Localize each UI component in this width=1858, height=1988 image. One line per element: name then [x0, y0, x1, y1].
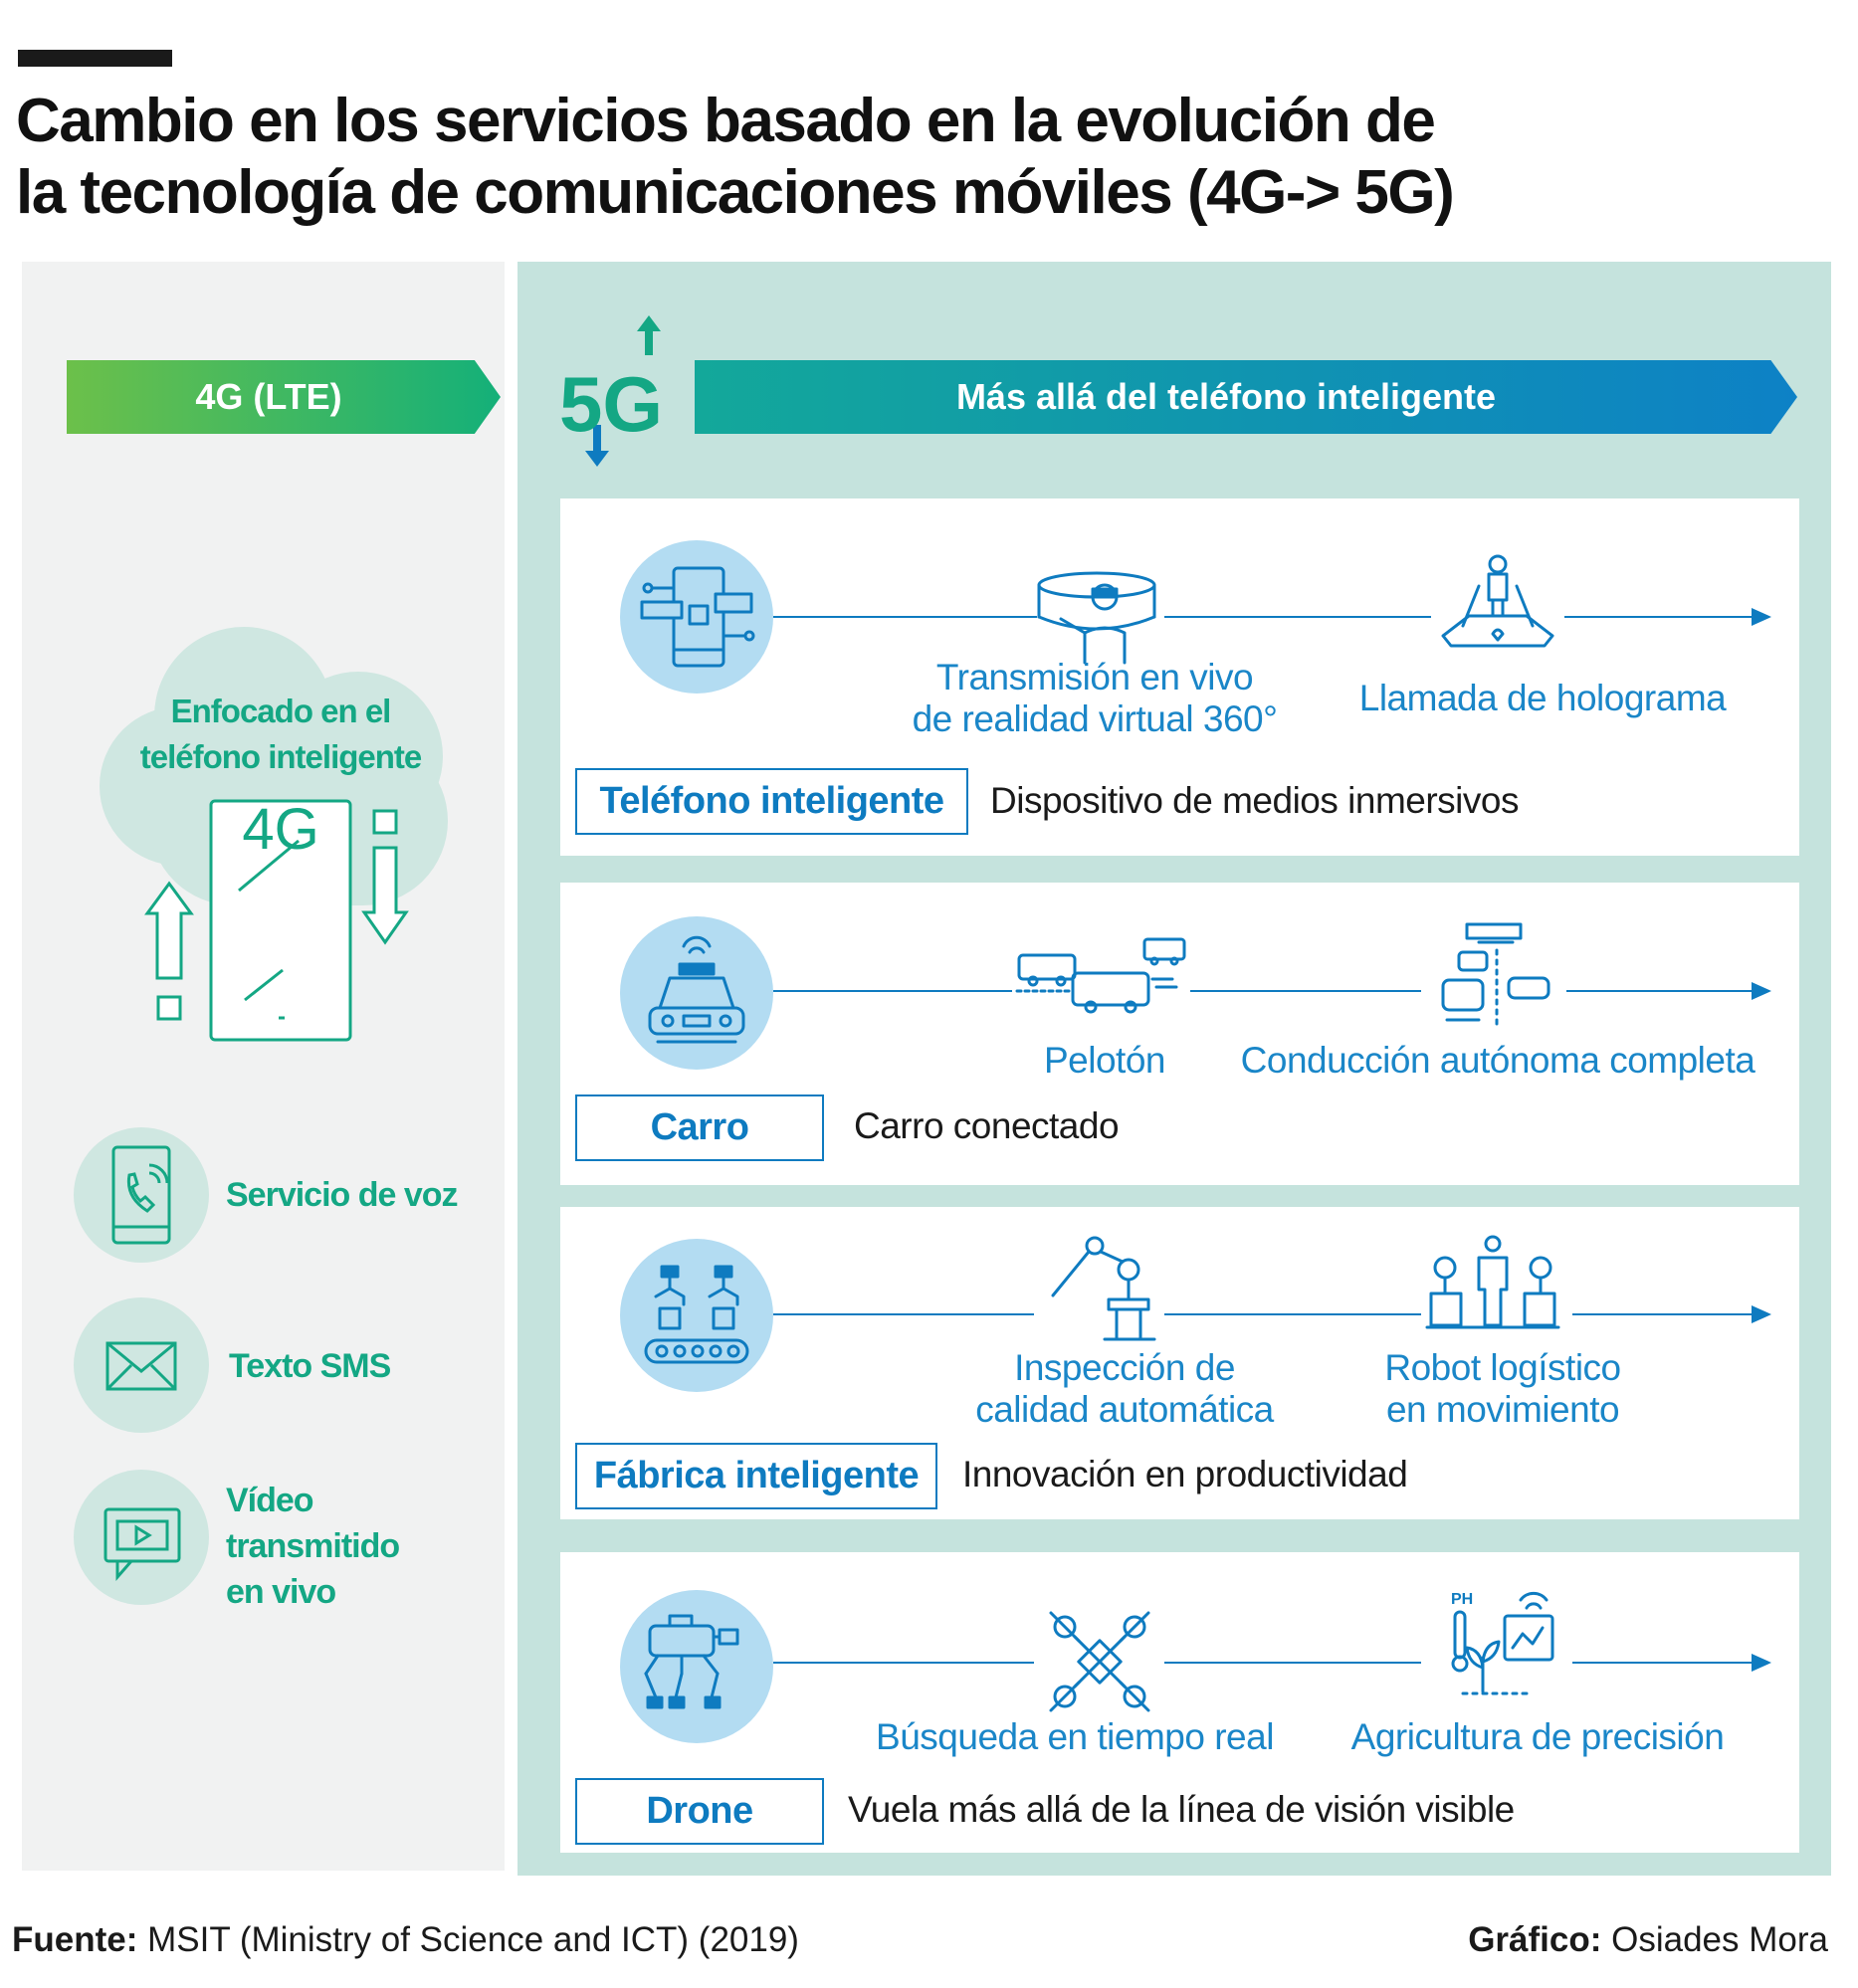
drone-icon-circle	[620, 1590, 773, 1743]
phone-call-icon	[111, 1145, 171, 1245]
car-icon-circle	[620, 916, 773, 1070]
video-label: Vídeo transmitido en vivo	[226, 1478, 400, 1615]
hologram-icon	[1441, 554, 1554, 648]
source-note: Fuente: MSIT (Ministry of Science and IC…	[12, 1920, 799, 1960]
category-smartphone: Teléfono inteligente	[575, 768, 968, 835]
robot-arm-icon	[1051, 1236, 1156, 1341]
feature-logistics-line-2: en movimiento	[1385, 1389, 1620, 1430]
logo-down-arrow-icon	[585, 425, 609, 467]
video-label-line-3: en vivo	[226, 1573, 336, 1611]
video-chat-icon	[103, 1507, 181, 1581]
flow-line-1a	[773, 616, 1037, 618]
feature-hologram-label: Llamada de holograma	[1358, 678, 1727, 718]
cloud-text-line-1: Enfocado en el	[170, 693, 392, 729]
card-smartphone	[560, 498, 1799, 856]
flow-line-1b	[1164, 616, 1431, 618]
platoon-trucks-icon	[1015, 937, 1186, 1014]
phone-4g-label: 4G	[242, 797, 319, 862]
flow-line-2c	[1566, 990, 1754, 992]
flow-line-4c	[1572, 1662, 1754, 1664]
flow-line-3b	[1164, 1313, 1421, 1315]
category-factory: Fábrica inteligente	[575, 1443, 937, 1509]
logo-up-arrow-icon	[637, 315, 661, 355]
feature-vr-line-1: Transmisión en vivo	[935, 657, 1254, 697]
category-smartphone-desc: Dispositivo de medios inmersivos	[990, 780, 1519, 821]
banner-4g: 4G (LTE)	[67, 360, 501, 434]
smartphone-apps-icon	[640, 566, 755, 668]
feature-inspection-line-1: Inspección de	[1014, 1347, 1235, 1388]
sms-circle	[74, 1297, 209, 1433]
quadcopter-icon	[1049, 1611, 1150, 1712]
page-title: Cambio en los servicios basado en la evo…	[16, 86, 1827, 229]
title-line-1: Cambio en los servicios basado en la evo…	[16, 87, 1436, 155]
vr-360-icon	[1037, 571, 1156, 665]
sms-label: Texto SMS	[229, 1347, 391, 1385]
feature-logistics-line-1: Robot logístico	[1384, 1347, 1621, 1388]
feature-inspection-line-2: calidad automática	[975, 1389, 1274, 1430]
feature-logistics-label: Robot logístico en movimiento	[1343, 1347, 1662, 1431]
autonomous-driving-icon	[1441, 922, 1550, 1030]
flow-arrowhead-1	[1752, 608, 1771, 626]
flow-line-4b	[1164, 1662, 1421, 1664]
factory-icon-circle	[620, 1239, 773, 1392]
banner-5g: Más allá del teléfono inteligente	[695, 360, 1797, 434]
card-drone	[560, 1552, 1799, 1853]
cloud-text: Enfocado en el teléfono inteligente	[82, 689, 480, 780]
smartphone-icon-circle	[620, 540, 773, 694]
flow-arrowhead-3	[1752, 1305, 1771, 1323]
flow-line-4a	[773, 1662, 1034, 1664]
video-circle	[74, 1470, 209, 1605]
upload-arrow-icon	[144, 881, 194, 1021]
flow-line-1c	[1564, 616, 1754, 618]
top-rule	[18, 50, 172, 67]
category-drone-desc: Vuela más allá de la línea de visión vis…	[848, 1789, 1515, 1830]
smartphone-icon	[209, 799, 352, 1042]
factory-conveyor-icon	[644, 1265, 749, 1364]
flow-line-3c	[1572, 1313, 1754, 1315]
panel-4g	[22, 262, 505, 1871]
flow-line-3a	[773, 1313, 1034, 1315]
feature-vr-line-2: de realidad virtual 360°	[912, 698, 1278, 739]
credit-text: Osiades Mora	[1611, 1920, 1828, 1959]
download-arrow-icon	[361, 809, 409, 945]
video-label-line-2: transmitido	[226, 1527, 400, 1565]
video-label-line-1: Vídeo	[226, 1482, 314, 1519]
5g-logo: 5G	[559, 315, 663, 467]
feature-agriculture-label: Agricultura de precisión	[1350, 1716, 1725, 1757]
category-factory-desc: Innovación en productividad	[962, 1454, 1408, 1494]
feature-search-label: Búsqueda en tiempo real	[876, 1716, 1274, 1757]
source-label: Fuente:	[12, 1920, 138, 1959]
svg-text:PH: PH	[1451, 1591, 1473, 1608]
credit-label: Gráfico:	[1468, 1920, 1602, 1959]
cloud-text-line-2: teléfono inteligente	[139, 738, 423, 775]
flow-arrowhead-4	[1752, 1654, 1771, 1672]
feature-inspection-label: Inspección de calidad automática	[945, 1347, 1304, 1431]
flow-line-2a	[773, 990, 1012, 992]
smart-farming-icon: PH	[1451, 1591, 1554, 1695]
logistics-robots-icon	[1425, 1235, 1560, 1329]
card-car	[560, 883, 1799, 1185]
flow-arrowhead-2	[1752, 982, 1771, 1000]
envelope-icon	[105, 1341, 177, 1391]
source-text: MSIT (Ministry of Science and ICT) (2019…	[147, 1920, 799, 1959]
category-car: Carro	[575, 1094, 824, 1161]
credit-note: Gráfico: Osiades Mora	[1468, 1920, 1828, 1960]
feature-autonomous-label: Conducción autónoma completa	[1240, 1040, 1755, 1081]
connected-car-icon	[648, 935, 745, 1044]
category-car-desc: Carro conectado	[854, 1105, 1120, 1146]
voice-service-circle	[74, 1127, 209, 1263]
drone-robot-icon	[644, 1614, 739, 1709]
category-drone: Drone	[575, 1778, 824, 1845]
title-line-2: la tecnología de comunicaciones móviles …	[16, 158, 1455, 227]
logo-5-glyph: 5G	[559, 360, 663, 448]
voice-service-label: Servicio de voz	[226, 1176, 459, 1214]
feature-platoon-label: Pelotón	[1044, 1040, 1166, 1081]
card-factory	[560, 1207, 1799, 1519]
feature-vr-label: Transmisión en vivo de realidad virtual …	[866, 657, 1324, 740]
cloud-phone-illustration	[100, 627, 448, 1042]
flow-line-2b	[1190, 990, 1421, 992]
